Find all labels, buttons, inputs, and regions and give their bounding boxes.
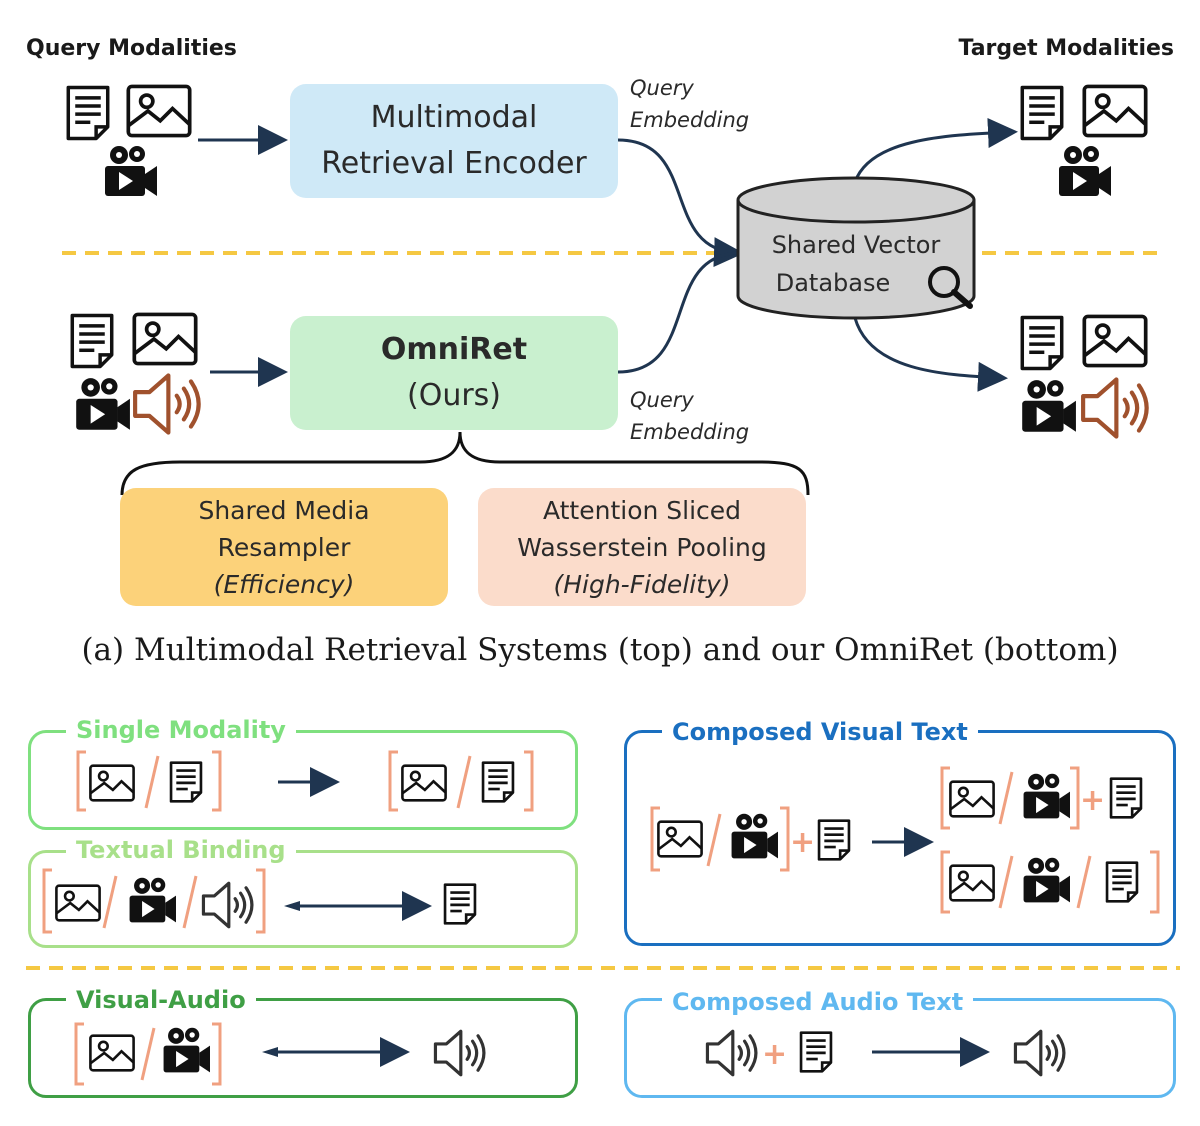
speaker-icon — [433, 1029, 486, 1077]
bracket-left — [940, 766, 950, 830]
encoder-line2: Retrieval Encoder — [321, 146, 587, 181]
bracket-right — [212, 750, 222, 812]
omniret-sub: (Ours) — [407, 378, 501, 413]
textual-binding-panel — [28, 850, 578, 948]
image-icon — [55, 884, 101, 922]
video-camera-icon — [163, 1027, 210, 1073]
magnifier-icon — [928, 266, 973, 309]
pooling-line1: Attention Sliced — [542, 495, 742, 525]
resampler-line2: Resampler — [217, 532, 351, 562]
image-icon — [89, 1034, 135, 1072]
image-icon — [657, 820, 703, 858]
database-cylinder — [736, 176, 976, 320]
visual-audio-title: Visual-Audio — [66, 986, 256, 1014]
document-icon — [1105, 861, 1139, 903]
retrieval-encoder-box: Multimodal Retrieval Encoder — [290, 84, 618, 198]
document-icon — [1109, 777, 1143, 819]
slash — [1076, 855, 1092, 909]
qe-top-line1: Query — [630, 76, 694, 100]
db-to-target-bottom — [853, 317, 1008, 392]
speaker-icon — [201, 881, 254, 929]
image-icon — [949, 780, 995, 818]
qe-top-line2: Embedding — [630, 108, 750, 132]
db-to-target-top — [853, 118, 1018, 183]
composed-audio-text-title: Composed Audio Text — [662, 988, 974, 1016]
bracket-left — [388, 750, 398, 812]
pooling-line2: Wasserstein Pooling — [517, 532, 767, 562]
video-camera-icon — [1023, 857, 1070, 903]
bracket-right — [256, 868, 266, 934]
bracket-right — [212, 1022, 222, 1086]
figure-caption: (a) Multimodal Retrieval Systems (top) a… — [81, 632, 1119, 668]
shared-media-resampler-box: Shared Media Resampler (Efficiency) — [120, 488, 448, 606]
slash — [140, 1027, 156, 1081]
omniret-box: OmniRet (Ours) — [290, 316, 618, 430]
composed-visual-text-title: Composed Visual Text — [662, 718, 978, 746]
query-embedding-label-top: Query Embedding — [630, 72, 749, 136]
image-icon — [949, 864, 995, 902]
pooling-line3: (High-Fidelity) — [553, 569, 731, 599]
encoder-to-db-curve — [617, 138, 744, 268]
slash — [706, 813, 722, 867]
plus-sign: + — [790, 825, 815, 860]
omniret-title: OmniRet — [380, 332, 528, 367]
document-icon — [481, 761, 515, 803]
single-modality-panel — [28, 730, 578, 830]
slash — [998, 855, 1014, 909]
visual-audio-panel — [28, 998, 578, 1098]
bracket-left — [76, 750, 86, 812]
database-label: Shared Vector Database — [744, 226, 968, 302]
document-icon — [443, 883, 477, 925]
visual-audio-arrow-head-left — [262, 1047, 278, 1057]
slash — [144, 755, 160, 809]
bracket-left — [940, 850, 950, 914]
image-icon — [89, 764, 135, 802]
speaker-icon — [1013, 1029, 1066, 1077]
video-camera-icon — [1023, 773, 1070, 819]
target-modalities-label: Target Modalities — [958, 36, 1174, 61]
textual-arrow-head-left — [284, 901, 300, 911]
db-line1: Shared Vector — [771, 231, 941, 259]
speaker-icon — [705, 1029, 758, 1077]
bracket-left — [74, 1022, 84, 1086]
plus-sign: + — [1080, 783, 1105, 818]
textual-binding-title: Textual Binding — [66, 836, 296, 864]
resampler-line1: Shared Media — [198, 495, 370, 525]
omniret-to-db-curve — [617, 251, 739, 374]
bracket-left — [650, 806, 660, 872]
plus-sign: + — [762, 1037, 787, 1072]
bracket-right — [1150, 850, 1160, 914]
bracket-right — [1070, 766, 1080, 830]
slash — [102, 875, 118, 929]
curly-brace — [120, 431, 810, 496]
image-icon — [401, 764, 447, 802]
query-embedding-label-bottom: Query Embedding — [630, 384, 749, 448]
bracket-right — [524, 750, 534, 812]
bracket-left — [42, 868, 52, 934]
video-camera-icon — [129, 877, 176, 923]
query-modalities-label: Query Modalities — [26, 36, 237, 61]
slash — [182, 875, 198, 929]
qe-bottom-line1: Query — [630, 388, 694, 412]
encoder-line1: Multimodal — [370, 100, 538, 135]
single-modality-title: Single Modality — [66, 716, 296, 744]
slash — [456, 755, 472, 809]
document-icon — [817, 819, 851, 861]
slash — [998, 771, 1014, 825]
bracket-right — [780, 806, 790, 872]
document-icon — [799, 1031, 833, 1073]
document-icon — [169, 761, 203, 803]
wasserstein-pooling-box: Attention Sliced Wasserstein Pooling (Hi… — [478, 488, 806, 606]
resampler-line3: (Efficiency) — [213, 569, 355, 599]
qe-bottom-line2: Embedding — [630, 420, 750, 444]
db-line2: Database — [775, 269, 891, 297]
video-camera-icon — [731, 813, 778, 859]
